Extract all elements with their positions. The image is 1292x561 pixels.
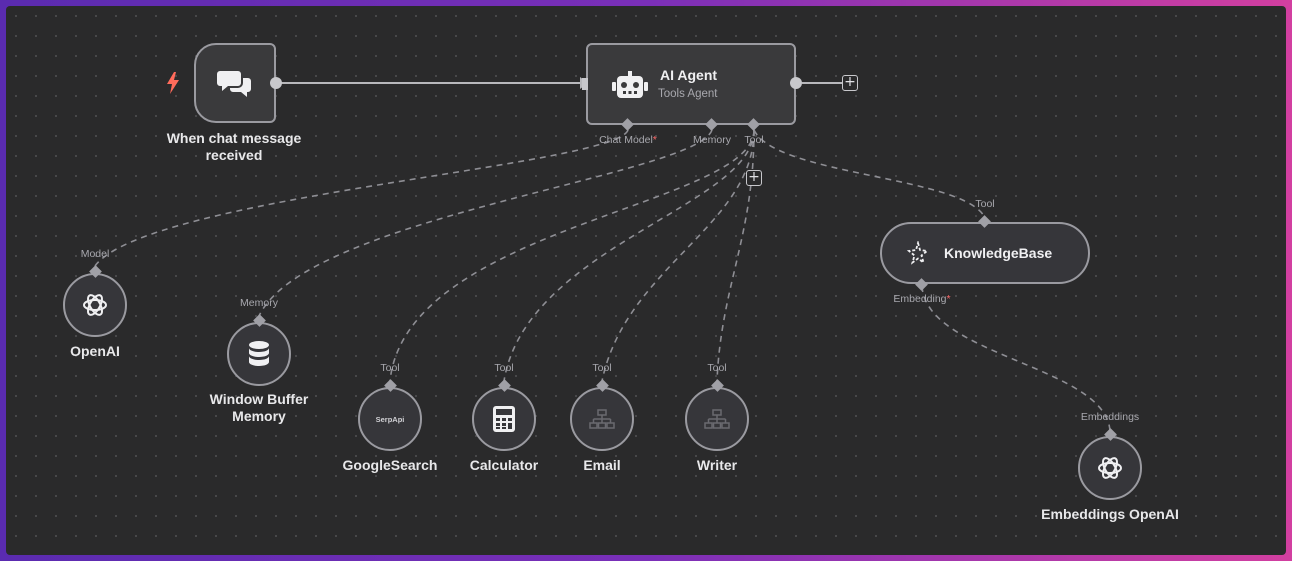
agent-output-port[interactable] xyxy=(790,77,802,89)
openai-icon xyxy=(1098,457,1122,479)
wire-openai xyxy=(94,129,629,267)
trigger-node[interactable] xyxy=(194,43,276,123)
email-port-label: Tool xyxy=(592,362,612,374)
database-icon xyxy=(249,341,269,366)
writer-port-label: Tool xyxy=(707,362,727,374)
embeddings-openai-node[interactable] xyxy=(1078,436,1142,500)
email-node[interactable] xyxy=(570,387,634,451)
wire-knowledgebase xyxy=(753,129,986,219)
trigger-output-port[interactable] xyxy=(270,77,282,89)
workflow-icon xyxy=(589,409,615,429)
connections-layer xyxy=(94,77,1111,432)
workflow-canvas[interactable]: When chat message received AI Agent Tool… xyxy=(6,6,1286,555)
calculator-node[interactable] xyxy=(472,387,536,451)
openai-node[interactable] xyxy=(63,273,127,337)
add-node-button[interactable]: + xyxy=(842,75,858,91)
agent-subtitle: Tools Agent xyxy=(658,88,718,100)
ai-agent-node[interactable]: AI Agent Tools Agent xyxy=(586,43,796,125)
add-tool-button[interactable]: + xyxy=(746,170,762,186)
memory-port-label: Memory xyxy=(693,134,731,146)
openai-icon xyxy=(83,294,107,316)
openai-label: OpenAI xyxy=(70,343,120,359)
calculator-icon xyxy=(493,406,515,432)
agent-title: AI Agent xyxy=(660,67,718,83)
googlesearch-node[interactable]: SerpApi xyxy=(358,387,422,451)
wire-calculator xyxy=(503,129,755,382)
robot-icon xyxy=(612,71,648,98)
agent-input-port[interactable] xyxy=(582,78,588,90)
sparkle-icon xyxy=(906,241,930,265)
window-buffer-memory-node[interactable] xyxy=(227,322,291,386)
knowledgebase-label: KnowledgeBase xyxy=(944,245,1053,261)
serpapi-icon: SerpApi xyxy=(375,414,405,424)
wire-googlesearch xyxy=(389,129,755,382)
memory-node-port-label: Memory xyxy=(240,297,278,309)
openai-port-label: Model xyxy=(80,248,110,260)
calculator-port-label: Tool xyxy=(494,362,514,374)
wire-embeddings xyxy=(921,285,1111,432)
trigger-bolt-icon xyxy=(166,72,180,99)
knowledgebase-tool-port-label: Tool xyxy=(975,198,995,210)
embeddings-label: Embeddings OpenAI xyxy=(1041,506,1179,522)
knowledgebase-embedding-port-label: Embedding* xyxy=(893,293,951,305)
calculator-label: Calculator xyxy=(469,457,539,473)
email-label: Email xyxy=(583,457,621,473)
wire-writer xyxy=(716,129,755,382)
workflow-icon xyxy=(704,409,730,429)
writer-label: Writer xyxy=(696,457,738,473)
googlesearch-label: GoogleSearch xyxy=(342,457,438,473)
trigger-label: When chat message received xyxy=(166,130,302,163)
chat-model-port-label: Chat Model* xyxy=(599,134,657,146)
wire-email xyxy=(601,129,755,382)
memory-node-label: Window Buffer Memory xyxy=(209,391,309,424)
writer-node[interactable] xyxy=(685,387,749,451)
tool-port-label: Tool xyxy=(744,134,764,146)
knowledgebase-node[interactable]: KnowledgeBase xyxy=(880,222,1090,284)
googlesearch-port-label: Tool xyxy=(380,362,400,374)
embeddings-port-label: Embeddings xyxy=(1080,411,1140,423)
chat-bubbles-icon xyxy=(217,71,251,97)
wire-memory xyxy=(258,129,713,317)
